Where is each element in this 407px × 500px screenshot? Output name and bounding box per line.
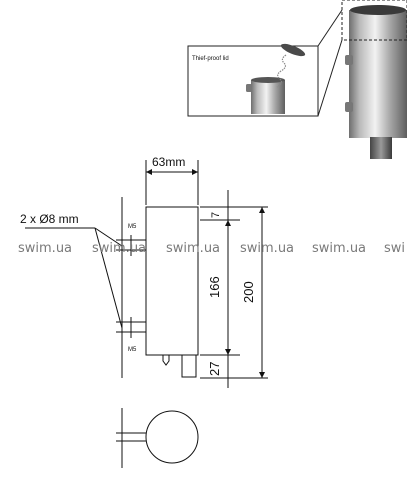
watermark-text: swim.ua <box>312 241 366 256</box>
hole-spacing-label: 166 <box>207 276 222 298</box>
inset-caption: Thief-proof lid <box>192 56 229 62</box>
width-label: 63mm <box>152 155 185 169</box>
total-height-label: 200 <box>241 281 256 303</box>
product-photo <box>341 0 407 159</box>
thief-proof-inset: Thief-proof lid <box>187 43 319 117</box>
watermark-text: swim.ua <box>18 241 72 256</box>
top-offset-label: 7 <box>210 212 222 218</box>
bottom-offset-label: 27 <box>207 362 222 376</box>
holes-label: 2 x Ø8 mm <box>20 212 79 226</box>
screw-bottom-label: M5 <box>128 347 137 353</box>
inset-connector-line <box>317 9 343 47</box>
inset-connector-line <box>317 39 343 117</box>
watermark-text-clipped: swi <box>384 241 405 256</box>
detail-highlight-box <box>341 0 407 41</box>
watermark-text: swim.ua <box>166 241 220 256</box>
watermark-text: swim.ua <box>240 241 294 256</box>
screw-top-label: M5 <box>128 224 137 230</box>
front-view <box>25 160 268 388</box>
top-view <box>116 408 199 468</box>
watermark-text: swim.ua <box>92 241 146 256</box>
